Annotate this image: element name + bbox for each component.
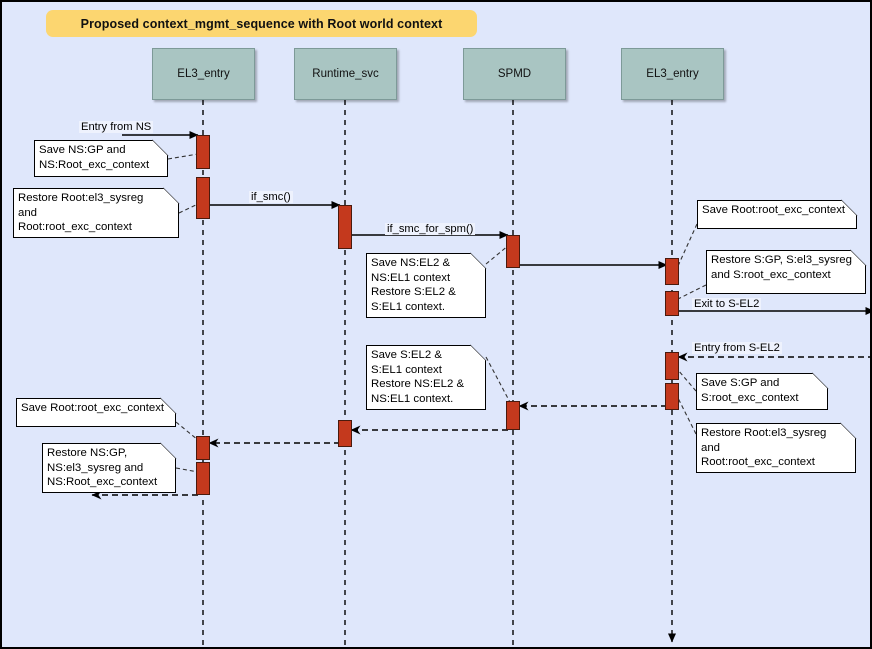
activation-bar-EL3_entry_left[interactable] [196,135,210,169]
note-restore-root-el3-sysreg-top[interactable]: Restore Root:el3_sysreg and Root:root_ex… [13,188,179,238]
message-label-entry-from-ns: Entry from NS [79,121,154,133]
note-restore-ns-gp[interactable]: Restore NS:GP, NS:el3_sysreg and NS:Root… [42,443,176,493]
note-anchor-note-restore-root-el3-sysreg-bottom [677,397,697,435]
lifeline-header-label: EL3_entry [646,68,699,80]
note-anchor-note-save-ns-el2-restore-s-el2 [485,244,510,265]
lifeline-header-SPMD[interactable]: SPMD [463,48,566,100]
note-save-root-exc-context-right[interactable]: Save Root:root_exc_context [697,200,857,229]
activation-bar-EL3_entry_right[interactable] [665,291,679,316]
activation-bar-EL3_entry_right[interactable] [665,352,679,380]
activation-bar-Runtime_svc[interactable] [338,420,352,447]
activation-bar-SPMD[interactable] [506,401,520,430]
note-restore-root-el3-sysreg-bottom[interactable]: Restore Root:el3_sysreg and Root:root_ex… [696,423,856,473]
lifeline-header-EL3_entry_right[interactable]: EL3_entry [621,48,724,100]
note-restore-s-gp-s-el3-sysreg[interactable]: Restore S:GP, S:el3_sysreg and S:root_ex… [706,250,866,294]
note-save-root-exc-context-left[interactable]: Save Root:root_exc_context [16,398,176,427]
activation-bar-SPMD[interactable] [506,235,520,268]
note-anchor-note-restore-root-el3-sysreg-top [178,203,199,214]
message-label-if-smc-for-spm: if_smc_for_spm() [385,223,476,235]
note-anchor-note-save-root-exc-context-right [677,223,698,267]
activation-bar-EL3_entry_left[interactable] [196,462,210,495]
note-save-ns-gp[interactable]: Save NS:GP and NS:Root_exc_context [34,140,168,177]
activation-bar-EL3_entry_right[interactable] [665,258,679,285]
message-label-if-smc: if_smc() [249,191,293,203]
note-anchor-note-save-ns-gp [167,153,199,160]
activation-bar-EL3_entry_left[interactable] [196,436,210,460]
note-save-s-el2-restore-ns-el2[interactable]: Save S:EL2 & S:EL1 context Restore NS:EL… [366,345,486,410]
message-label-entry-from-s-el2: Entry from S-EL2 [692,342,782,354]
message-label-exit-to-s-el2: Exit to S-EL2 [692,298,762,310]
lifeline-header-label: SPMD [497,68,532,80]
activation-bar-EL3_entry_left[interactable] [196,177,210,219]
note-save-ns-el2-restore-s-el2[interactable]: Save NS:EL2 & NS:EL1 context Restore S:E… [366,253,486,318]
lifeline-header-label: EL3_entry [177,68,230,80]
lifeline-header-label: Runtime_svc [312,68,379,80]
lifeline-header-EL3_entry_left[interactable]: EL3_entry [152,48,255,100]
note-anchor-note-save-s-el2-restore-ns-el2 [485,356,513,407]
note-anchor-note-save-s-gp-root-exc [677,369,697,392]
note-save-s-gp-root-exc[interactable]: Save S:GP and S:root_exc_context [696,373,828,410]
note-anchor-note-save-root-exc-context-left [175,421,199,441]
note-anchor-note-restore-ns-gp [175,467,199,473]
activation-bar-Runtime_svc[interactable] [338,205,352,249]
activation-bar-EL3_entry_right[interactable] [665,383,679,410]
lifeline-header-Runtime_svc[interactable]: Runtime_svc [294,48,397,100]
note-anchor-note-restore-s-gp-s-el3-sysreg [677,284,707,300]
diagram-title-banner: Proposed context_mgmt_sequence with Root… [46,10,477,37]
